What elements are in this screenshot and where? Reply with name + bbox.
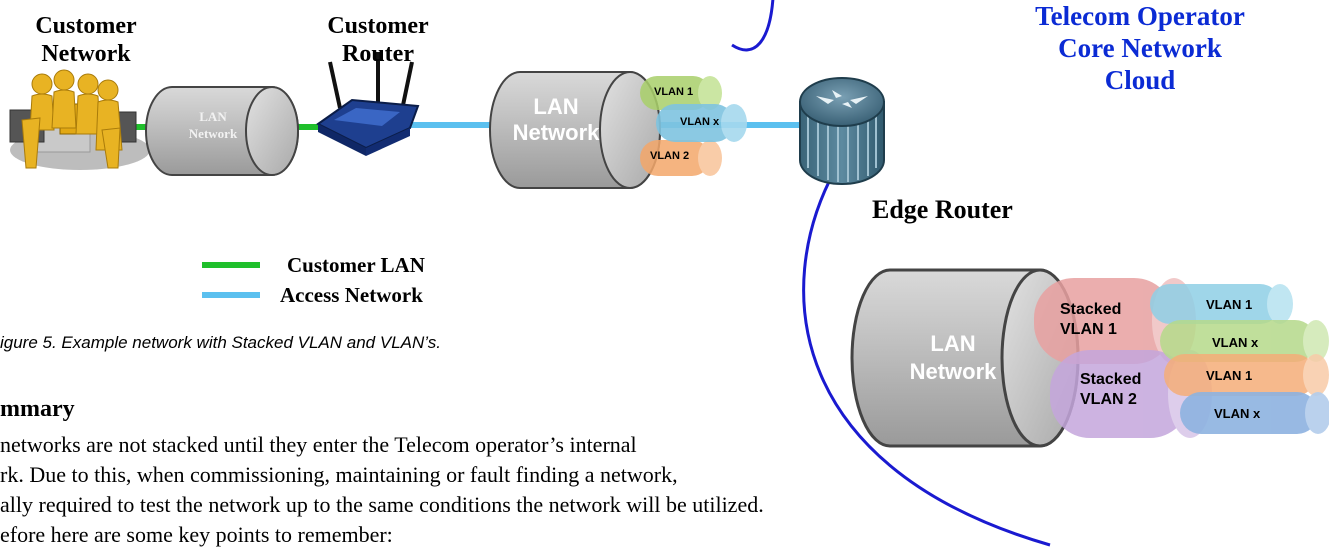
large-tube-label-line1: LAN [930,331,976,356]
customer-router-icon [316,52,420,156]
cloud-label-line1: Telecom Operator [1035,1,1245,31]
vlan-x-pipe [656,104,747,142]
edge-router-label: Edge Router [872,195,1013,224]
summary-line-1: networks are not stacked until they ente… [0,432,637,457]
large-lan-tube [850,268,1329,448]
stacked-vlan-2-label: Stacked VLAN 2 [1080,370,1141,410]
stacked-1-vlan-x-label: VLAN x [1212,335,1259,350]
stacked-1-vlan-x-pipe [1160,320,1329,362]
customer-router-label-line1: Customer [327,13,429,39]
medium-vlan-1-label: VLAN 1 [654,86,694,98]
medium-tube-label-line1: LAN [533,94,579,119]
customer-router-label-line2: Router [342,41,414,67]
small-lan-tube [145,86,299,176]
customers-icon [9,69,150,170]
medium-lan-tube [489,71,747,189]
cloud-label: Telecom Operator Core Network Cloud [1010,0,1270,96]
cloud-label-line2: Core Network [1058,33,1222,63]
stacked-2-vlan-x-pipe [1180,392,1329,434]
figure-caption: igure 5. Example network with Stacked VL… [0,333,441,352]
stacked-1-vlan-1-pipe [1150,284,1293,324]
vlan-2-pipe [640,140,722,176]
edge-router-icon [799,77,885,185]
summary-line-4: efore here are some key points to rememb… [0,522,393,547]
summary-line-3: ally required to test the network up to … [0,492,764,517]
stacked-vlan-2-label-line2: VLAN 2 [1080,391,1137,408]
small-tube-label-line1: LAN [199,109,227,124]
customer-router-label: Customer Router [318,12,438,68]
stacked-vlan-1-label-line2: VLAN 1 [1060,321,1117,338]
legend-customer-lan-label: Customer LAN [287,253,425,277]
core-network-cloud-boundary [731,0,775,52]
summary-line-2: rk. Due to this, when commissioning, mai… [0,462,678,487]
stacked-2-vlan-x-label: VLAN x [1214,406,1261,421]
customer-network-label-line1: Customer [35,13,137,39]
legend-swatch-access-network [202,292,260,298]
stacked-vlan-1-label: Stacked VLAN 1 [1060,300,1121,340]
vlan-1-pipe [640,76,722,110]
stacked-vlan-2-label-line1: Stacked [1080,371,1142,388]
customer-network-label-line2: Network [41,41,131,67]
legend-access-network-label: Access Network [280,283,423,307]
large-tube-label-line2: Network [909,359,997,384]
stacked-2-vlan-1-label: VLAN 1 [1206,368,1253,383]
stacked-vlan-1-label-line1: Stacked [1060,301,1122,318]
stacked-1-vlan-1-label: VLAN 1 [1206,297,1253,312]
legend-swatch-customer-lan [202,262,260,268]
small-tube-label: LAN Network [168,108,258,142]
medium-tube-label-line2: Network [512,120,600,145]
stacked-2-vlan-1-pipe [1164,354,1329,396]
customer-network-label: Customer Network [26,12,146,68]
summary-heading: mmary [0,396,75,422]
summary-paragraph: networks are not stacked until they ente… [0,430,764,550]
medium-vlan-2-label: VLAN 2 [650,150,690,162]
medium-vlan-x-label: VLAN x [680,116,720,128]
small-tube-label-line2: Network [188,126,238,141]
core-network-cloud-boundary-arc [802,169,1051,547]
cloud-label-line3: Cloud [1104,65,1176,95]
medium-tube-label: LAN Network [500,94,612,146]
large-tube-label: LAN Network [878,330,1028,386]
